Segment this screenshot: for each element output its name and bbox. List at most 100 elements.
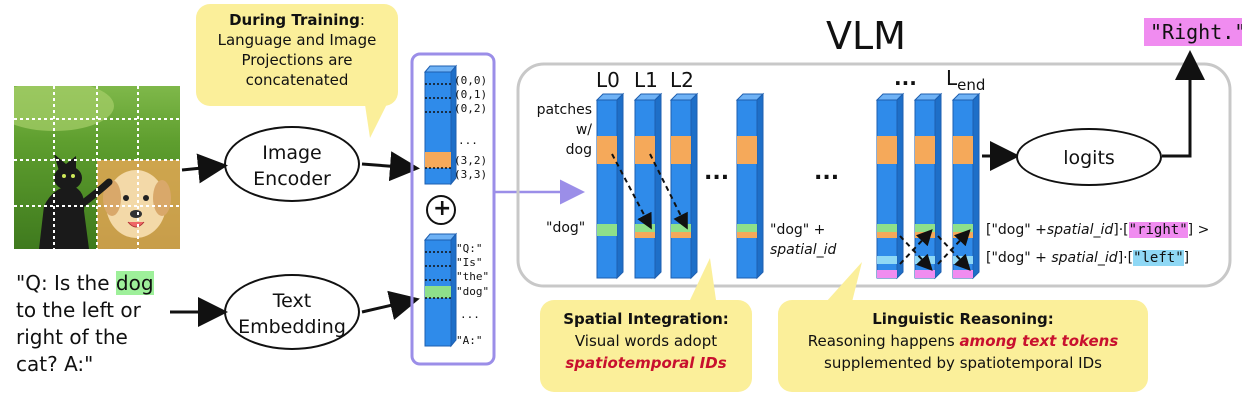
image-token-1: (0,1) bbox=[454, 88, 488, 101]
linguistic-title: Linguistic Reasoning: bbox=[872, 310, 1054, 328]
linguistic-line-1a: Reasoning happens bbox=[807, 332, 960, 350]
arrow-embedding-to-concat bbox=[361, 290, 420, 321]
cmp1-pre: ["dog" + bbox=[986, 222, 1047, 238]
arrow-encoder-to-concat bbox=[361, 151, 420, 182]
attention-arrow-6 bbox=[937, 235, 971, 271]
patches-label: patches w/ dog bbox=[530, 100, 592, 160]
training-line-3: concatenated bbox=[245, 71, 349, 89]
vlm-box bbox=[516, 62, 1232, 288]
plus-sign: + bbox=[433, 196, 452, 221]
arrow-logits-to-answer bbox=[1162, 50, 1205, 158]
cat-dog-photo bbox=[14, 86, 180, 249]
layer-column-late-1 bbox=[875, 92, 905, 280]
layer-column-l2 bbox=[669, 92, 699, 280]
question-text: "Q: Is the dog to the left or right of t… bbox=[16, 270, 186, 378]
concat-box bbox=[410, 52, 496, 366]
linguistic-line-1b: among text tokens bbox=[959, 332, 1119, 350]
image-token-4: (3,3) bbox=[454, 168, 488, 181]
cmp2-word-left: "left" bbox=[1133, 250, 1184, 266]
cmp2-dot: ]·[ bbox=[1117, 250, 1134, 266]
text-token-3: "dog" bbox=[456, 285, 490, 298]
patches-label-1: patches bbox=[536, 102, 592, 118]
attention-arrow-2 bbox=[649, 153, 688, 230]
image-encoder-line-1: Image bbox=[262, 142, 322, 164]
spatial-line-1: Visual words adopt bbox=[574, 332, 718, 350]
plus-circle bbox=[426, 195, 456, 225]
layer-column-lend bbox=[951, 92, 981, 280]
image-token-2: (0,2) bbox=[454, 102, 488, 115]
text-token-ellipsis: ... bbox=[460, 308, 480, 321]
attention-arrow-1 bbox=[611, 153, 652, 230]
cmp1-sid: spatial_id bbox=[1046, 222, 1114, 238]
image-encoder: Image Encoder bbox=[224, 126, 360, 202]
training-line-1: Language and Image bbox=[217, 31, 377, 49]
text-token-4: "A:" bbox=[456, 334, 483, 347]
text-token-2: "the" bbox=[456, 270, 490, 283]
patches-label-3: dog bbox=[565, 142, 592, 158]
mid-ellipsis-2: ... bbox=[814, 160, 840, 185]
cmp2-pre: ["dog" + bbox=[986, 250, 1052, 266]
spatial-callout-tail bbox=[690, 258, 716, 300]
layer-label-dots: ... bbox=[894, 66, 917, 90]
question-part-1: "Q: Is the bbox=[16, 271, 116, 295]
linguistic-line-2: supplemented by spatiotemporal IDs bbox=[824, 354, 1102, 372]
patches-label-2: w/ bbox=[575, 122, 592, 138]
training-callout-tail bbox=[364, 98, 390, 138]
training-colon: : bbox=[359, 11, 365, 29]
answer-badge: "Right." bbox=[1144, 18, 1242, 46]
dog-token-label: "dog" bbox=[546, 220, 586, 236]
layer-label-lend: Lend bbox=[946, 66, 985, 94]
cmp1-word-right: "right" bbox=[1128, 222, 1188, 238]
cmp2-sid: spatial_id bbox=[1051, 250, 1118, 266]
image-token-column bbox=[423, 64, 458, 186]
layer-label-l1: L1 bbox=[634, 68, 658, 92]
image-token-3: (3,2) bbox=[454, 154, 488, 167]
attention-arrow-5 bbox=[899, 235, 933, 271]
linguistic-callout-tail bbox=[826, 262, 862, 302]
linguistic-callout: Linguistic Reasoning: Reasoning happens … bbox=[778, 300, 1148, 392]
logits-label: logits bbox=[1063, 147, 1115, 169]
dog-plus-label: "dog" + spatial_id bbox=[770, 220, 836, 260]
image-token-ellipsis: ... bbox=[458, 134, 478, 147]
layer-column-late-2 bbox=[913, 92, 943, 280]
text-embedding-line-2: Embedding bbox=[238, 316, 346, 338]
spatial-line-2: spatiotemporal IDs bbox=[565, 354, 727, 372]
text-token-1: "Is" bbox=[456, 256, 483, 269]
layer-label-lend-main: L bbox=[946, 66, 958, 90]
question-part-4: cat? A:" bbox=[16, 352, 94, 376]
training-line-2: Projections are bbox=[241, 51, 353, 69]
text-embedding-line-1: Text bbox=[272, 290, 312, 312]
spatial-callout: Spatial Integration: Visual words adopt … bbox=[540, 300, 752, 392]
image-encoder-line-2: Encoder bbox=[253, 168, 331, 190]
layer-label-l2: L2 bbox=[670, 68, 694, 92]
mid-ellipsis-1: ... bbox=[704, 160, 730, 185]
logits-ellipse: logits bbox=[1016, 128, 1162, 186]
layer-label-lend-sub: end bbox=[957, 76, 986, 94]
text-embedding: Text Embedding bbox=[224, 274, 360, 350]
arrow-image-to-encoder bbox=[181, 153, 228, 184]
comparison-row-left: ["dog" + spatial_id]·["left"] bbox=[986, 250, 1189, 266]
layer-label-l0: L0 bbox=[596, 68, 620, 92]
training-callout: During Training: Language and Image Proj… bbox=[196, 4, 398, 106]
layer-column-l0 bbox=[595, 92, 625, 280]
attention-arrow-3 bbox=[899, 229, 933, 265]
cmp1-dot: ]·[ bbox=[1113, 222, 1129, 238]
cmp2-post: ] bbox=[1183, 250, 1190, 266]
layer-column-l3 bbox=[735, 92, 765, 280]
question-part-2: to the left or bbox=[16, 298, 141, 322]
training-title: During Training bbox=[229, 11, 360, 29]
dog-plus-text: "dog" + bbox=[770, 222, 826, 238]
vlm-title: VLM bbox=[826, 14, 906, 58]
cmp1-post: ] > bbox=[1187, 222, 1210, 238]
text-token-column bbox=[423, 232, 458, 348]
comparison-row-right: ["dog" +spatial_id]·["right"] > bbox=[986, 222, 1209, 238]
attention-arrow-4 bbox=[937, 229, 971, 265]
question-part-3: right of the bbox=[16, 325, 128, 349]
layer-column-l1 bbox=[633, 92, 663, 280]
image-token-0: (0,0) bbox=[454, 74, 488, 87]
question-dog-highlight: dog bbox=[115, 271, 154, 295]
spatial-title: Spatial Integration: bbox=[563, 310, 729, 328]
text-token-0: "Q:" bbox=[456, 242, 483, 255]
spatial-id-text: spatial_id bbox=[770, 242, 837, 258]
